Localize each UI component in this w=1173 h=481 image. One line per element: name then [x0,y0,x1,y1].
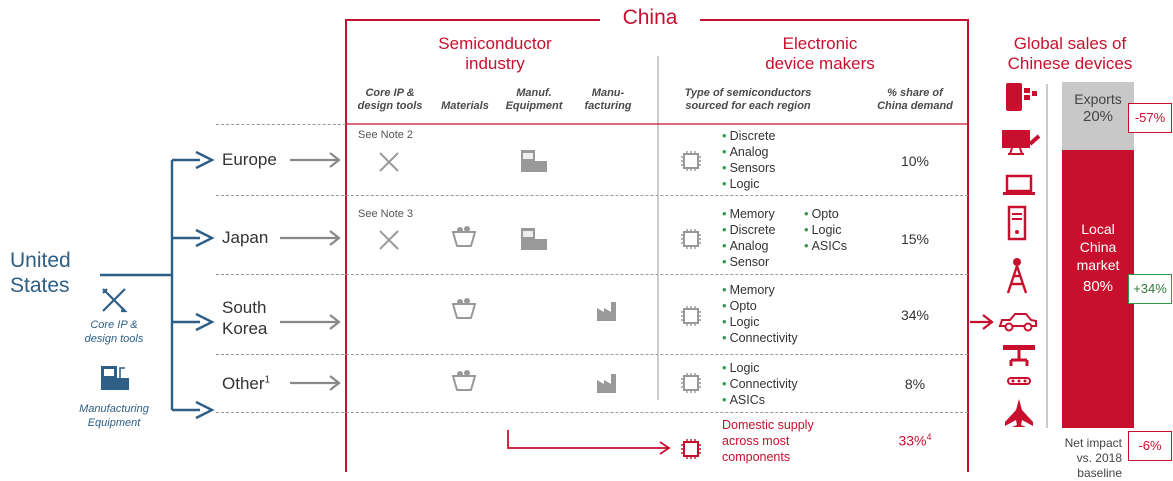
list-item: •Sensor [722,254,770,269]
europe-semis-list: •Discrete •Analog •Sensors •Logic [722,128,775,192]
car-icon [998,313,1037,332]
factory-icon [597,374,616,393]
col-materials: Materials [441,100,489,112]
equipment-icon [101,366,129,390]
list-item: •Logic [722,360,760,375]
phone-icon [1006,83,1037,111]
col-manufacturing: Manu-facturing [584,87,632,112]
row-divider [216,274,968,275]
other-share: 8% [904,376,926,392]
europe-share: 10% [900,153,930,169]
japan-semis-list-2: •Opto •Logic •ASICs [804,206,847,254]
list-item: •Logic [722,314,760,329]
region-other: Other1 [222,374,271,393]
list-item: •Opto [804,206,839,221]
pencil-ruler-icon [102,288,128,313]
chip-icon [681,373,701,393]
other-semis-list: •Logic •Connectivity •ASICs [722,360,798,408]
korea-share: 34% [900,307,930,323]
mine-cart-icon [451,298,477,319]
list-item: •Opto [722,298,757,313]
chip-icon [681,229,701,249]
list-item: •Analog [722,238,769,253]
list-item: •ASICs [722,392,765,407]
list-item: •Analog [722,144,769,159]
pencil-ruler-icon [379,230,399,250]
pencil-ruler-icon [379,152,399,172]
laptop-icon [1003,174,1035,195]
list-item: •Memory [722,206,775,221]
row-divider [216,195,968,196]
japan-share: 15% [900,231,930,247]
equipment-icon [521,150,547,172]
list-item: •ASICs [804,238,847,253]
europe-note: See Note 2 [358,129,414,141]
korea-semis-list: •Memory •Opto •Logic •Connectivity [722,282,798,346]
col-core-ip: Core IP &design tools [357,87,423,112]
us-core-caption: Core IP &design tools [84,319,144,345]
row-divider [216,412,968,413]
list-item: •Memory [722,282,775,297]
chip-icon [681,151,701,171]
row-divider [216,124,346,125]
chip-icon [681,439,701,459]
japan-semis-list: •Memory •Discrete •Analog •Sensor [722,206,775,270]
list-item: •Logic [804,222,842,237]
list-item: •Connectivity [722,330,798,345]
tv-icon [1002,130,1041,155]
china-title: China [622,6,678,29]
list-item: •Connectivity [722,376,798,391]
list-item: •Logic [722,176,760,191]
server-icon [1007,205,1027,241]
region-europe: Europe [222,150,277,169]
mine-cart-icon [451,226,477,247]
list-item: •Sensors [722,160,776,175]
robot-arm-icon [1003,345,1035,385]
mine-cart-icon [451,370,477,391]
japan-note: See Note 3 [358,208,414,220]
local-impact-badge: +34% [1128,274,1172,304]
exports-impact-badge: -57% [1128,103,1172,133]
net-impact-badge: -6% [1128,431,1172,461]
equipment-icon [521,228,547,250]
jet-icon [1005,399,1033,427]
row-divider [216,354,968,355]
tower-icon [1006,258,1028,294]
region-japan: Japan [222,228,269,247]
list-item: •Discrete [722,222,776,237]
factory-icon [597,302,616,321]
chip-icon [681,306,701,326]
domestic-share: 33%4 [898,432,932,449]
col-manuf-equipment: Manuf.Equipment [505,87,563,112]
list-item: •Discrete [722,128,776,143]
